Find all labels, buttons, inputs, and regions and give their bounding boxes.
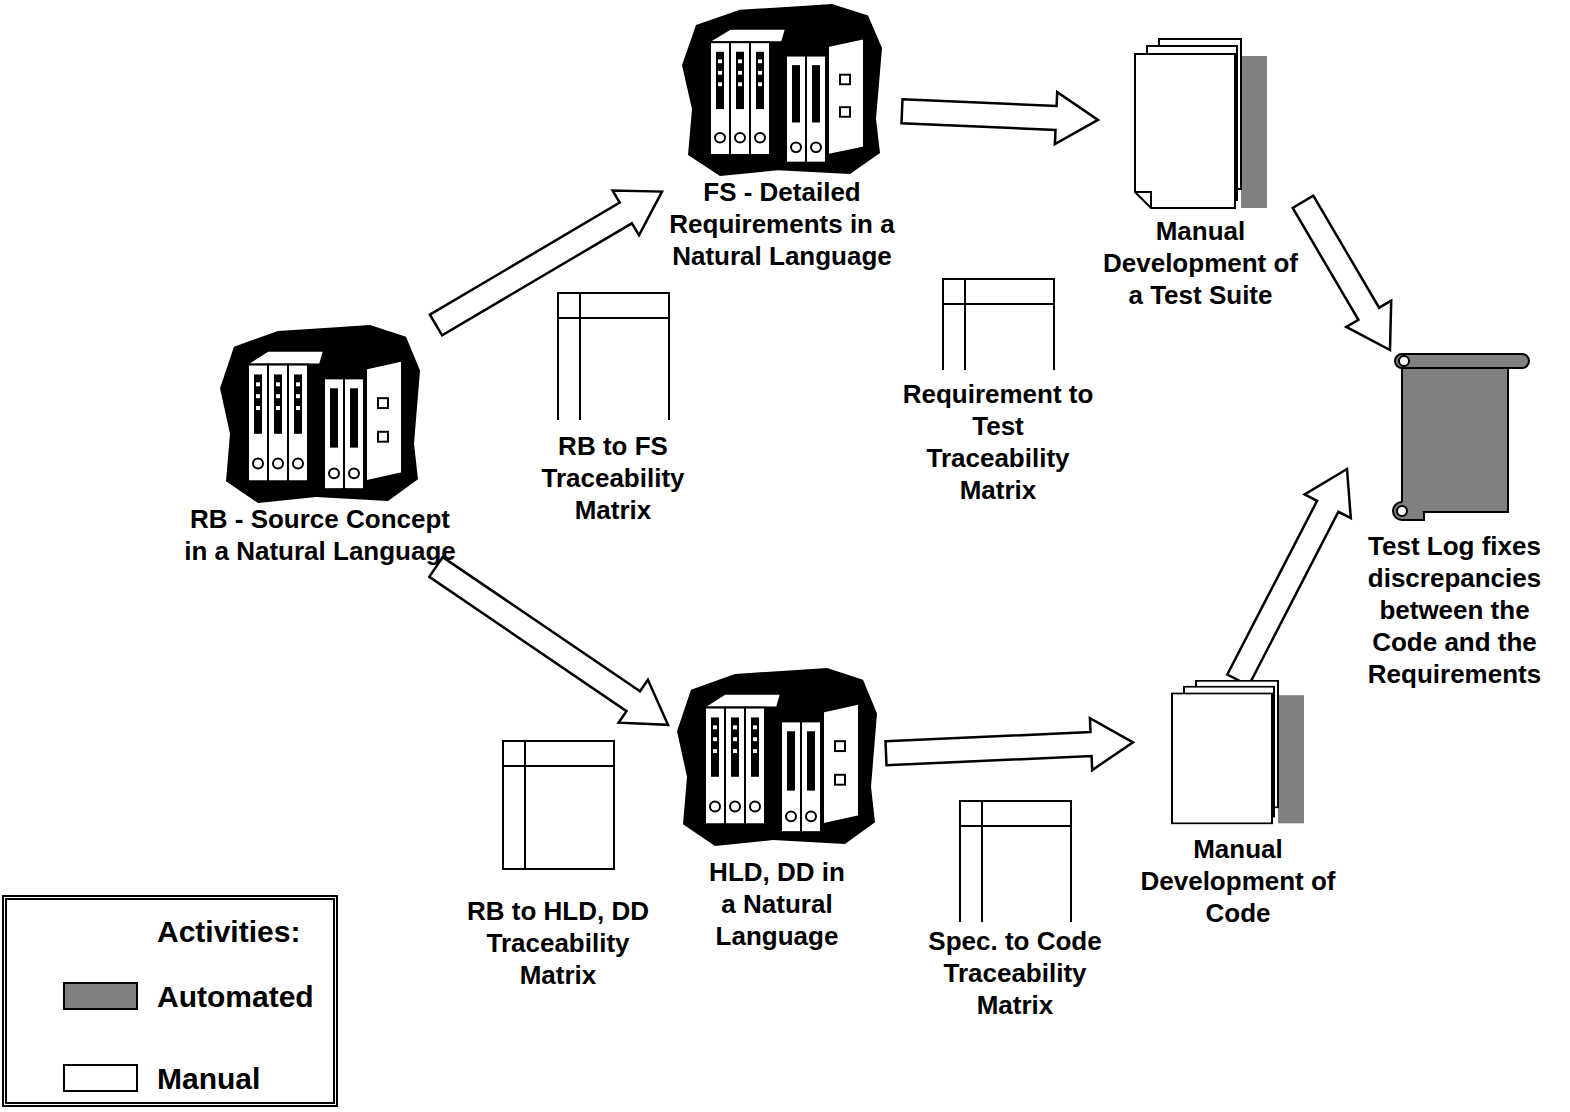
block-arrow <box>1293 196 1392 350</box>
node-icon <box>557 292 670 420</box>
legend-box: Activities: AutomatedManual <box>2 895 338 1107</box>
block-arrow <box>1227 469 1351 686</box>
node-label: FS - Detailed Requirements in a Natural … <box>662 176 902 272</box>
node-icon <box>220 325 420 503</box>
node-icon <box>677 668 877 846</box>
document-binder: RB - Source Concept in a Natural Languag… <box>175 325 465 567</box>
node-label: Manual Development of Code <box>1136 833 1341 929</box>
document-stack: Manual Development of Code <box>1133 680 1343 929</box>
document-binder: FS - Detailed Requirements in a Natural … <box>662 4 902 272</box>
node-label: HLD, DD in a Natural Language <box>702 856 852 952</box>
node-label: Spec. to Code Traceability Matrix <box>922 925 1108 1021</box>
block-arrow <box>902 92 1099 144</box>
traceability-matrix: RB to FS Traceability Matrix <box>533 292 693 526</box>
test-log-scroll: Test Log fixes discrepancies between the… <box>1347 350 1562 690</box>
node-label: Test Log fixes discrepancies between the… <box>1347 530 1562 690</box>
document-stack: Manual Development of a Test Suite <box>1098 38 1303 311</box>
block-arrow <box>430 191 662 336</box>
node-label: Manual Development of a Test Suite <box>1098 215 1303 311</box>
node-label: RB to FS Traceability Matrix <box>533 430 693 526</box>
node-icon <box>942 278 1055 370</box>
node-icon <box>1168 680 1308 825</box>
legend-text: Manual <box>157 1061 260 1097</box>
traceability-matrix: Spec. to Code Traceability Matrix <box>922 800 1108 1021</box>
node-icon <box>959 800 1072 922</box>
node-icon <box>1131 38 1271 210</box>
traceability-matrix: RB to HLD, DD Traceability Matrix <box>463 740 653 991</box>
block-arrow <box>886 718 1134 770</box>
node-icon <box>682 4 882 176</box>
node-label: RB - Source Concept in a Natural Languag… <box>179 503 461 567</box>
node-label: RB to HLD, DD Traceability Matrix <box>463 895 653 991</box>
node-icon <box>502 740 615 870</box>
node-icon <box>1380 350 1530 525</box>
legend-swatch <box>63 1064 138 1092</box>
legend-swatch <box>63 982 138 1010</box>
legend-heading: Activities: <box>157 914 300 950</box>
block-arrow <box>429 557 668 725</box>
legend-text: Automated <box>157 979 314 1015</box>
document-binder: HLD, DD in a Natural Language <box>668 668 886 952</box>
node-label: Requirement to Test Traceability Matrix <box>900 378 1096 506</box>
traceability-matrix: Requirement to Test Traceability Matrix <box>900 278 1096 506</box>
